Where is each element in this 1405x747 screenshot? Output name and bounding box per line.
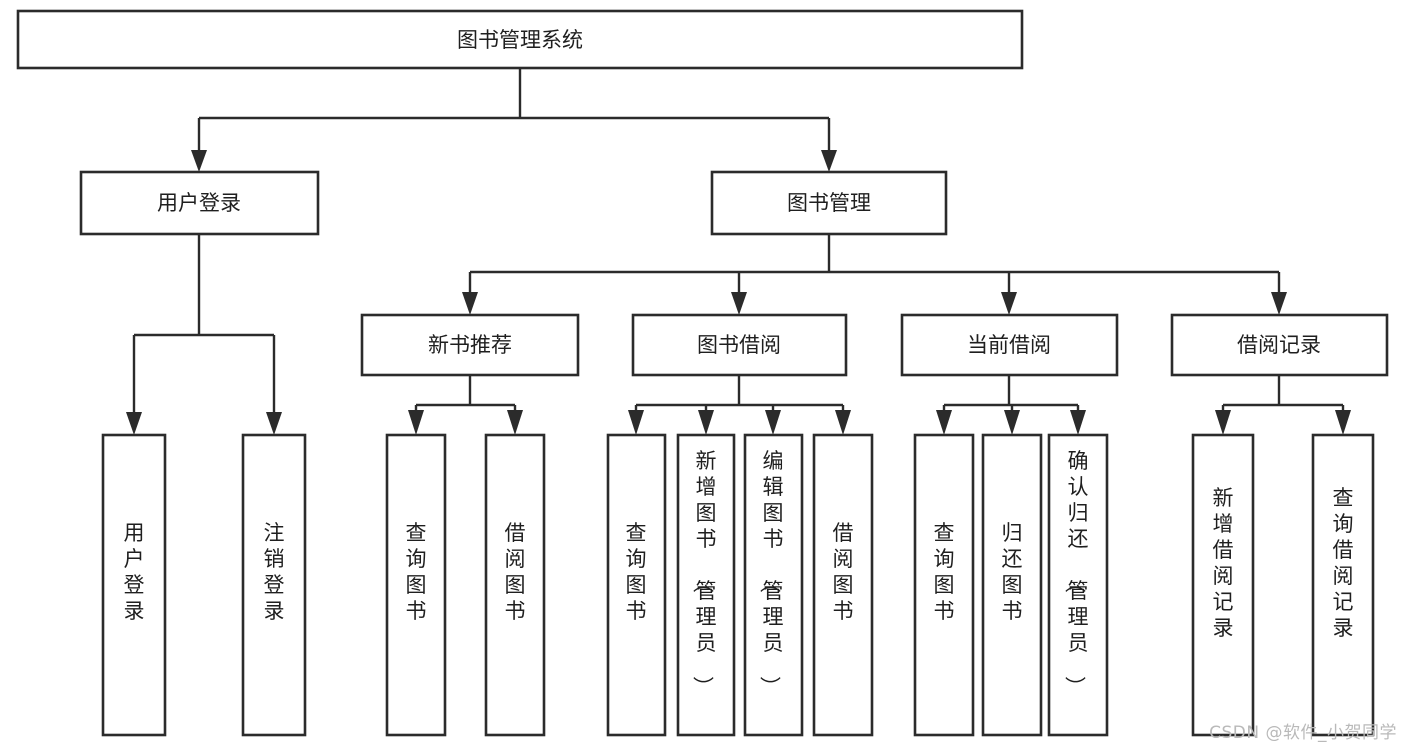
- arrow-head-leaf-add-book: [698, 410, 714, 435]
- node-leaf-add-book-box[interactable]: [676, 433, 736, 737]
- node-leaf-logout-label: 注销登录: [264, 521, 285, 623]
- arrow-head-leaf-query-record: [1335, 410, 1351, 435]
- node-leaf-user-login-label: 用户登录: [124, 521, 145, 623]
- arrow-head-leaf-query-book-1: [408, 410, 424, 435]
- node-book-borrow-label: 图书借阅: [697, 333, 781, 357]
- node-leaf-borrow-book-2-box[interactable]: [812, 433, 874, 737]
- arrow-head-leaf-query-book-3: [936, 410, 952, 435]
- arrow-head-leaf-query-book-2: [628, 410, 644, 435]
- node-leaf-query-book-2[interactable]: 查询图书: [606, 433, 667, 737]
- arrow-head-userlogin: [191, 150, 207, 172]
- node-leaf-query-book-3[interactable]: 查询图书: [913, 433, 975, 737]
- node-leaf-query-record[interactable]: 查询借阅记录: [1311, 433, 1375, 737]
- node-leaf-logout-box[interactable]: [241, 433, 307, 737]
- node-leaf-user-login-box[interactable]: [101, 433, 167, 737]
- node-leaf-query-book-2-box[interactable]: [606, 433, 667, 737]
- arrow-head-leaf-confirm-return: [1070, 410, 1086, 435]
- arrow-head-leaf-edit-book: [765, 410, 781, 435]
- node-leaf-query-book-1-box[interactable]: [385, 433, 447, 737]
- node-leaf-edit-book-box[interactable]: [743, 433, 804, 737]
- node-leaf-add-record-label: 新增借阅记录: [1213, 486, 1234, 640]
- node-book-borrow-box[interactable]: [631, 313, 848, 377]
- arrow-head-bookborrow: [731, 292, 747, 315]
- node-leaf-add-record[interactable]: 新增借阅记录: [1191, 433, 1255, 737]
- node-root[interactable]: 图书管理系统: [16, 9, 1024, 70]
- node-leaf-user-login[interactable]: 用户登录: [101, 433, 167, 737]
- arrow-head-leaf-user-login: [126, 412, 142, 435]
- node-current-borrow[interactable]: 当前借阅: [900, 313, 1119, 377]
- node-borrow-record-box[interactable]: [1170, 313, 1389, 377]
- connector-layer: [126, 68, 1351, 435]
- node-leaf-query-book-1-label: 查询图书: [406, 521, 427, 623]
- node-leaf-query-book-1[interactable]: 查询图书: [385, 433, 447, 737]
- node-root-label: 图书管理系统: [457, 28, 583, 52]
- node-user-login[interactable]: 用户登录: [79, 170, 320, 236]
- node-leaf-query-record-box[interactable]: [1311, 433, 1375, 737]
- node-new-book-rec-box[interactable]: [360, 313, 580, 377]
- node-leaf-edit-book[interactable]: 编辑图书（管理员）: [743, 433, 804, 737]
- arrow-head-leaf-borrow-book-1: [507, 410, 523, 435]
- node-leaf-confirm-return-label: 确认归还（管理员）: [1063, 449, 1089, 697]
- node-current-borrow-label: 当前借阅: [967, 333, 1051, 357]
- arrow-head-bookmanage: [821, 150, 837, 172]
- node-leaf-return-book-box[interactable]: [981, 433, 1043, 737]
- node-leaf-add-book-label: 新增图书（管理员）: [691, 449, 717, 697]
- node-leaf-return-book-label: 归还图书: [1002, 521, 1023, 623]
- node-leaf-query-book-2-label: 查询图书: [626, 521, 647, 623]
- node-leaf-add-book[interactable]: 新增图书（管理员）: [676, 433, 736, 737]
- node-borrow-record-label: 借阅记录: [1237, 333, 1321, 357]
- node-leaf-borrow-book-1-box[interactable]: [484, 433, 546, 737]
- node-leaf-confirm-return[interactable]: 确认归还（管理员）: [1047, 433, 1109, 737]
- node-current-borrow-box[interactable]: [900, 313, 1119, 377]
- node-leaf-edit-book-label: 编辑图书（管理员）: [758, 449, 784, 697]
- node-leaf-borrow-book-2[interactable]: 借阅图书: [812, 433, 874, 737]
- arrow-head-leaf-borrow-book-2: [835, 410, 851, 435]
- node-borrow-record[interactable]: 借阅记录: [1170, 313, 1389, 377]
- node-leaf-borrow-book-1-label: 借阅图书: [505, 521, 526, 623]
- arrow-head-currentborrow: [1001, 292, 1017, 315]
- node-leaf-add-record-box[interactable]: [1191, 433, 1255, 737]
- node-user-login-box[interactable]: [79, 170, 320, 236]
- node-root-box[interactable]: [16, 9, 1024, 70]
- node-leaf-borrow-book-1[interactable]: 借阅图书: [484, 433, 546, 737]
- node-book-manage-label: 图书管理: [787, 191, 871, 215]
- node-leaf-logout[interactable]: 注销登录: [241, 433, 307, 737]
- node-new-book-rec-label: 新书推荐: [428, 333, 512, 357]
- node-leaf-borrow-book-2-label: 借阅图书: [833, 521, 854, 623]
- node-book-borrow[interactable]: 图书借阅: [631, 313, 848, 377]
- node-new-book-rec[interactable]: 新书推荐: [360, 313, 580, 377]
- arrow-head-borrowrecord: [1271, 292, 1287, 315]
- node-book-manage-box[interactable]: [710, 170, 948, 236]
- node-leaf-query-record-label: 查询借阅记录: [1333, 486, 1354, 640]
- arrow-head-leaf-return-book: [1004, 410, 1020, 435]
- arrow-head-leaf-logout: [266, 412, 282, 435]
- csdn-watermark: CSDN @软件_小贺同学: [1209, 723, 1397, 743]
- arrow-head-newbook: [462, 292, 478, 315]
- node-leaf-query-book-3-box[interactable]: [913, 433, 975, 737]
- node-leaf-return-book[interactable]: 归还图书: [981, 433, 1043, 737]
- node-leaf-confirm-return-box[interactable]: [1047, 433, 1109, 737]
- node-user-login-label: 用户登录: [157, 191, 241, 215]
- node-book-manage[interactable]: 图书管理: [710, 170, 948, 236]
- node-leaf-query-book-3-label: 查询图书: [934, 521, 955, 623]
- arrow-head-leaf-add-record: [1215, 410, 1231, 435]
